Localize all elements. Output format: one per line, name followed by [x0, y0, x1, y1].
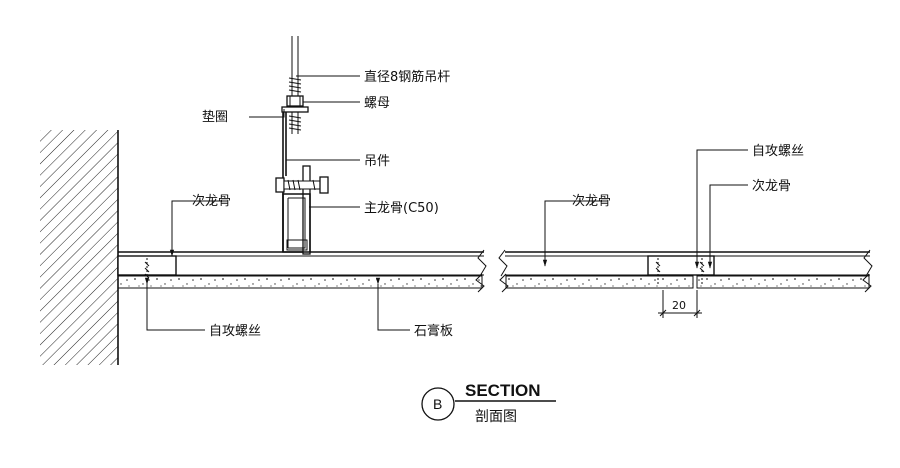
left-secondary-keel — [117, 255, 177, 284]
left-gypsum-board — [117, 273, 485, 293]
label-screw-right: 自攻螺丝 — [752, 144, 804, 159]
label-secondary-right-a: 次龙骨 — [572, 193, 611, 209]
hanger-rod — [288, 36, 302, 134]
washer — [281, 106, 309, 113]
label-main-keel: 主龙骨(C50) — [364, 201, 439, 216]
nut — [286, 95, 304, 107]
label-secondary-right-b: 次龙骨 — [752, 178, 791, 194]
bolt — [275, 176, 329, 194]
label-gypsum: 石膏板 — [414, 323, 453, 339]
label-screw-left: 自攻螺丝 — [209, 324, 261, 339]
wall — [40, 130, 119, 365]
label-secondary-left: 次龙骨 — [192, 193, 231, 209]
right-gypsum-board — [499, 273, 872, 293]
title-main: SECTION — [465, 381, 541, 400]
title-sub: 剖面图 — [475, 409, 517, 425]
main-keel-c50 — [282, 193, 311, 253]
label-rod: 直径8钢筋吊杆 — [364, 69, 450, 85]
dimension-20: 20 — [658, 290, 702, 318]
label-washer: 垫圈 — [202, 109, 228, 125]
leaders — [144, 75, 748, 331]
title-bubble-text: B — [433, 396, 442, 412]
title-bubble — [421, 387, 455, 421]
dimension-text: 20 — [672, 299, 686, 312]
label-nut: 螺母 — [364, 96, 390, 111]
label-hanger: 吊件 — [364, 154, 390, 169]
title-block: B SECTION 剖面图 — [421, 381, 556, 425]
